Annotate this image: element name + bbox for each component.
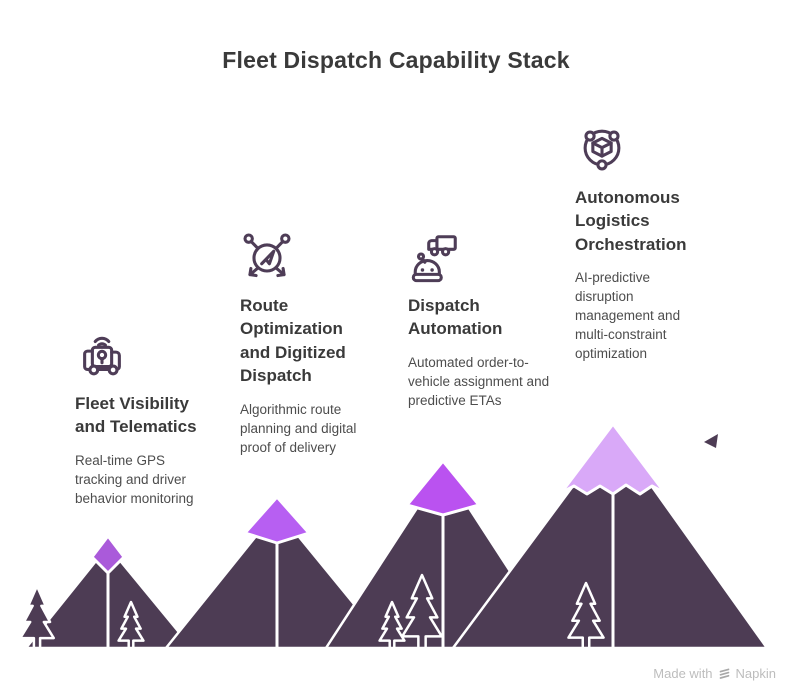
capability-route-optimization: Route Optimization and Digitized Dispatc… [240,230,374,457]
cube-network-icon [575,122,703,176]
gps-van-icon [75,328,215,382]
snow-cap-4 [559,422,667,496]
capability-description: Algorithmic route planning and digital p… [240,401,357,455]
snow-cap-3 [405,459,481,517]
watermark-brand: Napkin [735,666,776,681]
page-title: Fleet Dispatch Capability Stack [222,47,570,73]
capability-title: Autonomous Logistics Orchestration [575,188,687,254]
capability-title: Route Optimization and Digitized Dispatc… [240,296,346,386]
napkin-watermark: Made with Napkin [653,666,776,681]
bird-triangle [704,434,718,448]
capability-description: Real-time GPS tracking and driver behavi… [75,452,194,506]
watermark-prefix: Made with [653,666,713,681]
robot-truck-icon [408,230,550,284]
capability-dispatch-automation: Dispatch Automation Automated order-to-v… [408,230,550,411]
mountain-4 [451,430,769,650]
snow-cap-2 [243,495,311,545]
capability-title: Fleet Visibility and Telematics [75,394,197,437]
capability-title: Dispatch Automation [408,296,503,339]
capability-autonomous-orchestration: Autonomous Logistics Orchestration AI-pr… [575,122,703,364]
napkin-logo-icon [719,668,729,679]
route-navigation-icon [240,230,374,284]
capability-description: Automated order-to-vehicle assignment an… [408,354,550,408]
capability-description: AI-predictive disruption management and … [575,270,681,361]
snow-cap-1 [90,534,126,575]
pine-tree [19,585,55,649]
capability-fleet-visibility: Fleet Visibility and Telematics Real-tim… [75,328,215,509]
